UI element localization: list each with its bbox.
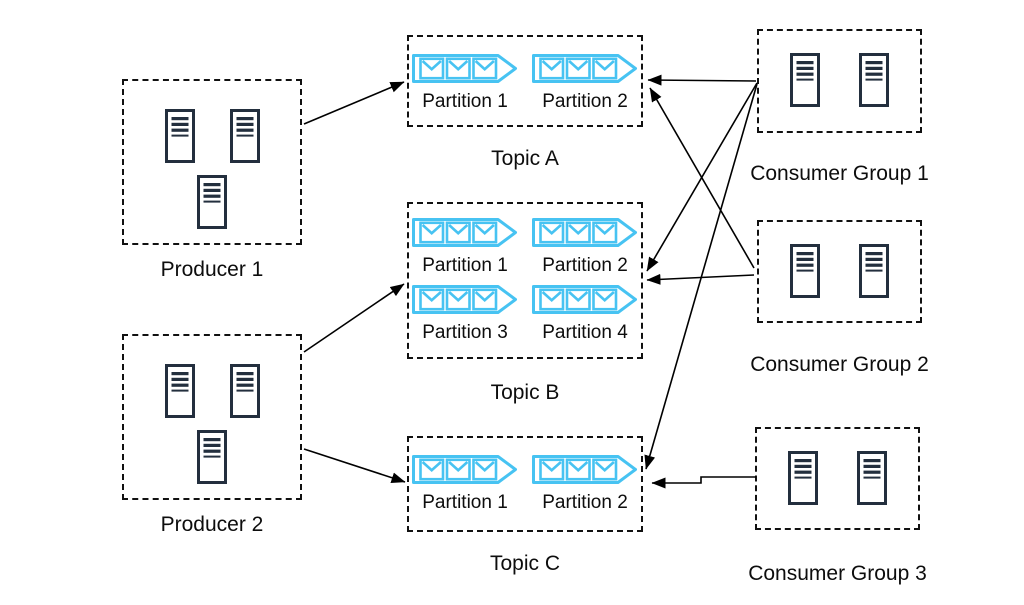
partition-icon xyxy=(412,218,518,247)
producer-2-label: Producer 2 xyxy=(160,513,264,536)
arrow-producer1-topicA xyxy=(303,81,405,125)
arrow-consumerGroup2-topicB xyxy=(646,273,755,285)
server-icon xyxy=(859,53,889,107)
partition-icon xyxy=(412,54,518,83)
partition-icon xyxy=(532,455,638,484)
producer-1-box xyxy=(122,79,302,245)
topic-c-label: Topic C xyxy=(489,552,561,575)
server-icon xyxy=(165,109,195,163)
partition-icon xyxy=(532,218,638,247)
partition: Partition 2 xyxy=(531,455,639,514)
partition-label: Partition 1 xyxy=(422,91,508,112)
partition-icon xyxy=(412,285,518,314)
producer-1-label: Producer 1 xyxy=(160,258,264,281)
partition: Partition 3 xyxy=(411,285,519,344)
topic-a-label: Topic A xyxy=(491,147,559,170)
partition-icon xyxy=(532,54,638,83)
consumer-group-1-label: Consumer Group 1 xyxy=(750,162,929,185)
partition-icon xyxy=(532,285,638,314)
arrow-producer2-topicC xyxy=(303,448,406,484)
server-icon xyxy=(857,451,887,505)
server-icon xyxy=(790,244,820,298)
partition: Partition 2 xyxy=(531,54,639,113)
producer-2-box xyxy=(122,334,302,500)
partition-label: Partition 1 xyxy=(422,255,508,276)
consumer-group-2-box xyxy=(757,220,922,323)
arrow-consumerGroup1-topicA xyxy=(647,74,757,86)
consumer-group-3-box xyxy=(755,427,920,530)
server-icon xyxy=(230,109,260,163)
topic-a-box: Partition 1 Partition 2 xyxy=(407,35,643,127)
topic-c-box: Partition 1 Partition 2 xyxy=(407,436,643,532)
partition: Partition 1 xyxy=(411,218,519,277)
server-icon xyxy=(790,53,820,107)
partition-label: Partition 4 xyxy=(542,322,628,343)
topic-b-label: Topic B xyxy=(490,381,560,404)
partition-label: Partition 2 xyxy=(542,492,628,513)
server-icon xyxy=(230,364,260,418)
partition-label: Partition 2 xyxy=(542,255,628,276)
partition-label: Partition 1 xyxy=(422,492,508,513)
partition: Partition 2 xyxy=(531,218,639,277)
partition: Partition 4 xyxy=(531,285,639,344)
server-icon xyxy=(197,430,227,484)
server-icon xyxy=(788,451,818,505)
server-icon xyxy=(165,364,195,418)
server-icon xyxy=(197,175,227,229)
partition-icon xyxy=(412,455,518,484)
partition: Partition 1 xyxy=(411,455,519,514)
server-icon xyxy=(859,244,889,298)
consumer-group-3-label: Consumer Group 3 xyxy=(748,562,927,585)
consumer-group-1-box xyxy=(757,29,922,133)
consumer-group-2-label: Consumer Group 2 xyxy=(750,353,929,376)
partition-label: Partition 2 xyxy=(542,91,628,112)
topic-b-box: Partition 1 Partition 2 Partition 3 Part… xyxy=(407,202,643,359)
arrow-consumerGroup3-topicC xyxy=(651,476,756,489)
partition-label: Partition 3 xyxy=(422,322,508,343)
arrow-consumerGroup1-topicC xyxy=(644,83,758,470)
partition: Partition 1 xyxy=(411,54,519,113)
arrow-producer2-topicB xyxy=(303,283,405,353)
